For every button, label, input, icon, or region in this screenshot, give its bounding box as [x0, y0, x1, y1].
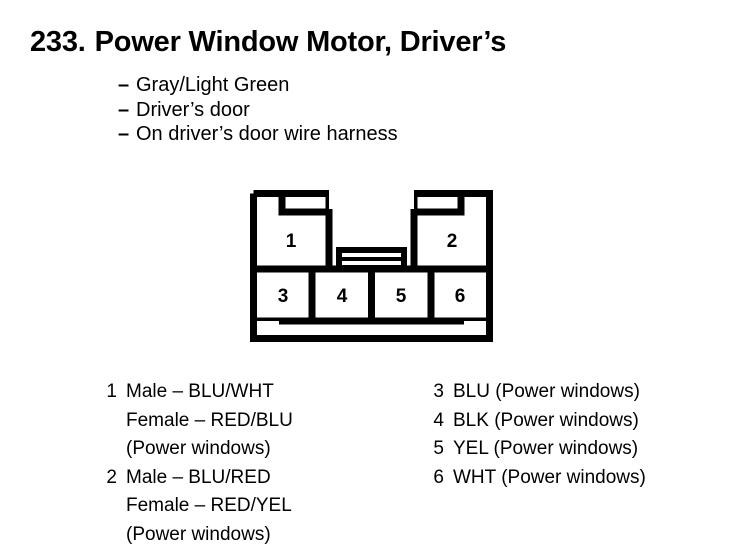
- legend-pin-description: WHT (Power windows): [453, 464, 646, 493]
- legend-line: Male – BLU/WHT: [126, 381, 274, 402]
- connector-diagram: 1 2 3 4 5 6: [250, 190, 493, 342]
- pin-legend-right: 3 BLU (Power windows) 4 BLK (Power windo…: [422, 378, 646, 493]
- spec-list: –Gray/Light Green –Driver’s door –On dri…: [118, 73, 398, 147]
- item-number: 233.: [30, 26, 86, 58]
- bottom-right-foot-gap: [464, 321, 486, 335]
- legend-pin-description: Male – BLU/RED Female – RED/YEL (Power w…: [126, 464, 292, 550]
- legend-pin-number: 4: [433, 409, 444, 431]
- page-title: 233.Power Window Motor, Driver’s: [30, 26, 506, 59]
- legend-line: WHT (Power windows): [453, 466, 646, 488]
- bottom-left-foot-gap: [257, 321, 279, 335]
- legend-entry: 5 YEL (Power windows): [422, 435, 646, 464]
- legend-pin-number: 1: [106, 381, 117, 402]
- legend-pin-description: Male – BLU/WHT Female – RED/BLU (Power w…: [126, 378, 293, 464]
- item-title: Power Window Motor, Driver’s: [94, 26, 507, 58]
- pin-label-4: 4: [337, 286, 348, 307]
- legend-line: (Power windows): [126, 438, 271, 459]
- legend-line: YEL (Power windows): [453, 438, 639, 459]
- pin-label-6: 6: [455, 286, 466, 307]
- legend-line: BLU (Power windows): [453, 381, 640, 402]
- legend-entry: 6 WHT (Power windows): [422, 464, 646, 493]
- legend-pin-number: 3: [433, 381, 444, 402]
- dash-marker: –: [118, 74, 130, 96]
- pin-label-2: 2: [447, 231, 458, 252]
- latch-slot-upper: [342, 253, 401, 257]
- spec-item: –On driver’s door wire harness: [118, 122, 398, 147]
- dash-marker: –: [118, 123, 130, 145]
- legend-pin-description: BLU (Power windows): [453, 378, 640, 407]
- pin-label-1: 1: [286, 231, 297, 252]
- legend-pin-description: BLK (Power windows): [453, 407, 639, 436]
- legend-line: Female – RED/YEL: [126, 495, 292, 516]
- legend-pin-number: 6: [433, 466, 444, 488]
- spec-item: –Gray/Light Green: [118, 73, 398, 98]
- legend-line: (Power windows): [126, 523, 271, 545]
- top-center-opening: [329, 190, 414, 216]
- pin-label-5: 5: [396, 286, 407, 307]
- legend-entry: 1 Male – BLU/WHT Female – RED/BLU (Power…: [95, 378, 293, 464]
- legend-pin-number: 5: [433, 438, 444, 459]
- legend-line: BLK (Power windows): [453, 409, 639, 431]
- legend-line: Female – RED/BLU: [126, 409, 293, 431]
- spec-text: On driver’s door wire harness: [136, 123, 398, 145]
- pin-label-3: 3: [278, 286, 289, 307]
- spec-text: Driver’s door: [136, 98, 250, 121]
- spec-item: –Driver’s door: [118, 98, 398, 123]
- center-latch: [336, 247, 407, 269]
- latch-slot-lower: [342, 261, 401, 265]
- spec-text: Gray/Light Green: [136, 74, 290, 96]
- legend-entry: 2 Male – BLU/RED Female – RED/YEL (Power…: [95, 464, 293, 550]
- legend-entry: 4 BLK (Power windows): [422, 407, 646, 436]
- legend-pin-description: YEL (Power windows): [453, 435, 638, 464]
- dash-marker: –: [118, 98, 130, 121]
- legend-line: Male – BLU/RED: [126, 466, 271, 488]
- legend-entry: 3 BLU (Power windows): [422, 378, 646, 407]
- legend-pin-number: 2: [106, 466, 117, 488]
- pin-legend-left: 1 Male – BLU/WHT Female – RED/BLU (Power…: [95, 378, 293, 550]
- connector-svg: 1 2 3 4 5 6: [250, 190, 493, 342]
